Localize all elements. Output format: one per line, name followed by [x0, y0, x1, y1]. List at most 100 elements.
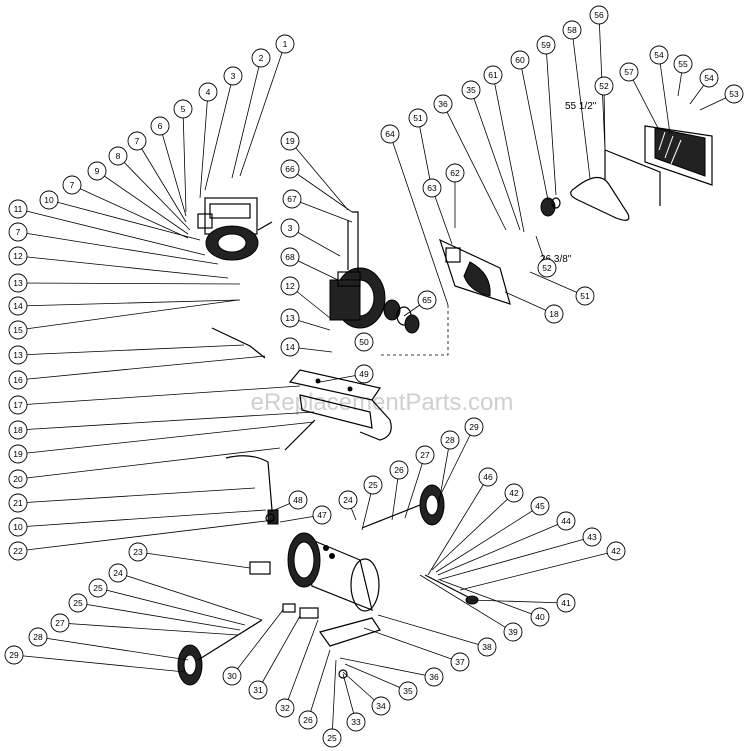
- callout-number: 62: [450, 168, 460, 178]
- leader-line: [307, 649, 331, 721]
- callout-number: 25: [368, 480, 378, 490]
- callout-48: 48: [288, 490, 308, 510]
- callout-38: 38: [477, 637, 497, 657]
- leader-line: [136, 140, 187, 223]
- callout-circle: [150, 116, 170, 136]
- callout-67: 67: [282, 189, 302, 209]
- callout-51: 51: [408, 108, 428, 128]
- callout-circle: [8, 222, 28, 242]
- callout-42: 42: [606, 541, 626, 561]
- callout-circle: [28, 627, 48, 647]
- callout-circle: [445, 163, 465, 183]
- leader-line: [199, 91, 209, 199]
- callout-17: 17: [8, 395, 28, 415]
- leader-line: [289, 140, 349, 211]
- callout-58: 58: [562, 20, 582, 40]
- callout-28: 28: [440, 430, 460, 450]
- leader-line: [344, 663, 409, 692]
- callout-number: 25: [327, 733, 337, 743]
- callout-number: 7: [16, 227, 21, 237]
- callout-circle: [8, 296, 28, 316]
- callout-number: 25: [93, 583, 103, 593]
- callout-1: 1: [275, 34, 295, 54]
- callout-circle: [8, 517, 28, 537]
- callout-4: 4: [198, 82, 218, 102]
- drain-valve: [338, 669, 348, 679]
- leader-line: [389, 133, 449, 306]
- callout-number: 5: [181, 104, 186, 114]
- callout-36: 36: [433, 94, 453, 114]
- callout-number: 32: [280, 703, 290, 713]
- callout-number: 17: [13, 400, 23, 410]
- callout-circle: [288, 490, 308, 510]
- callout-number: 27: [420, 450, 430, 460]
- leader-line: [658, 54, 671, 135]
- callout-circle: [8, 444, 28, 464]
- callout-circle: [724, 84, 744, 104]
- callout-number: 48: [293, 495, 303, 505]
- callout-number: 13: [285, 313, 295, 323]
- callout-number: 19: [13, 449, 23, 459]
- leader-line: [519, 59, 549, 201]
- callout-43: 43: [582, 527, 602, 547]
- callout-number: 44: [561, 516, 571, 526]
- leader-line: [97, 587, 246, 626]
- leader-line: [284, 619, 319, 709]
- tank-foot-bracket: [319, 617, 381, 647]
- callout-circle: [556, 593, 576, 613]
- callout-circle: [606, 541, 626, 561]
- leader-line: [13, 654, 186, 673]
- leader-line: [459, 550, 617, 591]
- callout-circle: [8, 541, 28, 561]
- callout-circle: [649, 45, 669, 65]
- callout-circle: [8, 420, 28, 440]
- callout-29: 29: [4, 645, 24, 665]
- callout-circle: [248, 680, 268, 700]
- leader-line: [377, 614, 488, 648]
- callout-14: 14: [280, 337, 300, 357]
- callout-24: 24: [338, 490, 358, 510]
- callout-35: 35: [461, 80, 481, 100]
- callout-63: 63: [422, 178, 442, 198]
- callout-circle: [8, 273, 28, 293]
- callout-12: 12: [280, 276, 300, 296]
- leader-line: [59, 622, 239, 636]
- callout-circle: [537, 258, 557, 278]
- callout-12: 12: [8, 246, 28, 266]
- callout-circle: [424, 667, 444, 687]
- callout-circle: [50, 613, 70, 633]
- compressor-pump: [329, 211, 386, 329]
- callout-number: 42: [611, 546, 621, 556]
- leader-line: [417, 117, 431, 181]
- callout-31: 31: [248, 680, 268, 700]
- callout-circle: [322, 728, 342, 748]
- callout-5: 5: [173, 99, 193, 119]
- callout-number: 51: [413, 113, 423, 123]
- callout-circle: [8, 370, 28, 390]
- callout-number: 19: [285, 136, 295, 146]
- leader-line: [469, 599, 567, 604]
- callout-circle: [464, 417, 484, 437]
- callout-circle: [530, 607, 550, 627]
- leader-line: [545, 44, 557, 196]
- callout-circle: [8, 469, 28, 489]
- callout-27: 27: [415, 445, 435, 465]
- leader-line: [529, 271, 586, 297]
- callout-circle: [380, 124, 400, 144]
- callout-circle: [275, 698, 295, 718]
- callout-30: 30: [222, 666, 242, 686]
- callout-circle: [8, 493, 28, 513]
- callout-circle: [8, 199, 28, 219]
- callout-number: 47: [317, 510, 327, 520]
- callout-7: 7: [8, 222, 28, 242]
- callout-circle: [415, 445, 435, 465]
- callout-number: 42: [509, 488, 519, 498]
- callout-circle: [280, 159, 300, 179]
- belt-guard-back: [439, 238, 511, 305]
- callout-8: 8: [108, 146, 128, 166]
- callout-circle: [68, 593, 88, 613]
- callout-36: 36: [424, 667, 444, 687]
- callout-number: 15: [13, 325, 23, 335]
- callout-number: 3: [288, 223, 293, 233]
- callout-22: 22: [8, 541, 28, 561]
